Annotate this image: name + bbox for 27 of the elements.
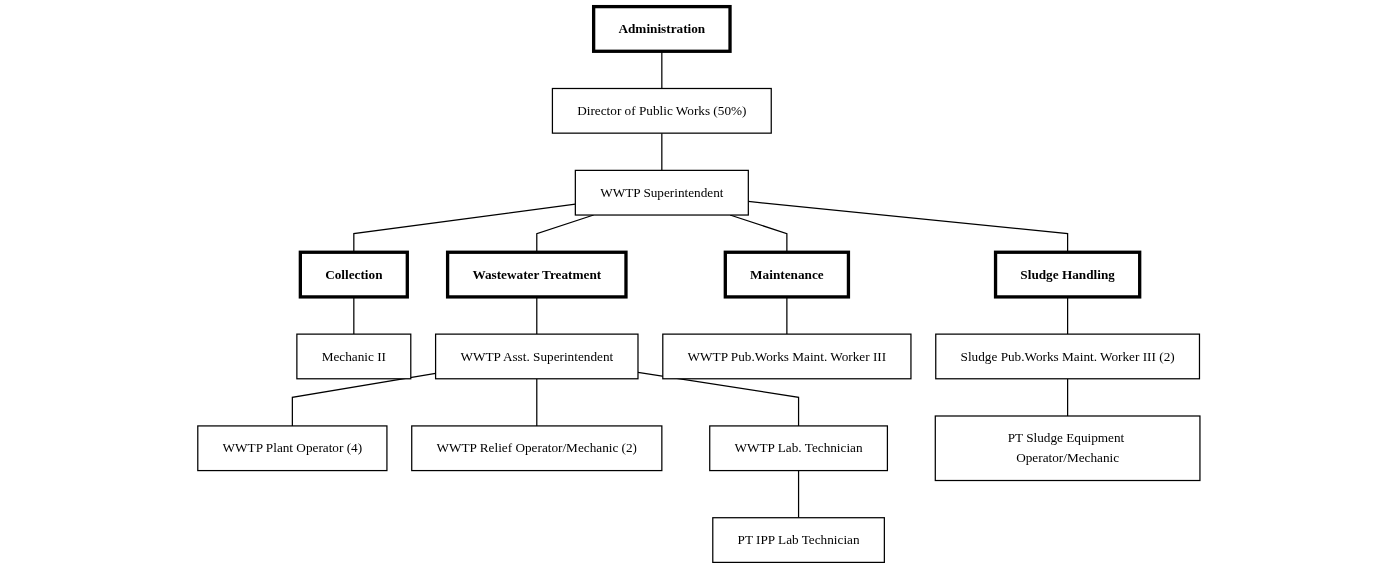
connector xyxy=(535,296,538,335)
connector xyxy=(1066,378,1068,417)
connector xyxy=(352,296,355,335)
connector xyxy=(797,469,799,519)
node-box: WWTP Superintendent xyxy=(574,169,749,216)
node-box: Director of Public Works (50%) xyxy=(551,87,772,134)
node-box: WWTP Plant Operator (4) xyxy=(196,425,388,472)
node-box: Mechanic II xyxy=(295,333,412,380)
node-box: PT Sludge Equipment Operator/Mechanic xyxy=(934,415,1201,482)
node-box: WWTP Pub.Works Maint. Worker III xyxy=(661,333,912,380)
node-box: Sludge Pub.Works Maint. Worker III (2) xyxy=(934,333,1200,380)
connector xyxy=(535,378,538,427)
connector xyxy=(660,132,663,171)
node-box: PT IPP Lab Technician xyxy=(711,517,885,563)
connector xyxy=(785,296,788,335)
node-box: Maintenance xyxy=(723,250,850,299)
node-box: Wastewater Treatment xyxy=(445,250,628,299)
node-box: Administration xyxy=(591,4,732,53)
connector xyxy=(291,372,436,427)
node-box: WWTP Asst. Superintendent xyxy=(434,333,639,380)
node-box: Collection xyxy=(298,250,409,299)
connector xyxy=(747,200,1068,253)
node-box: WWTP Lab. Technician xyxy=(708,425,888,472)
node-box: Sludge Handling xyxy=(993,250,1141,299)
connector xyxy=(1066,296,1068,335)
node-box: WWTP Relief Operator/Mechanic (2) xyxy=(410,425,663,472)
connector xyxy=(637,371,799,427)
